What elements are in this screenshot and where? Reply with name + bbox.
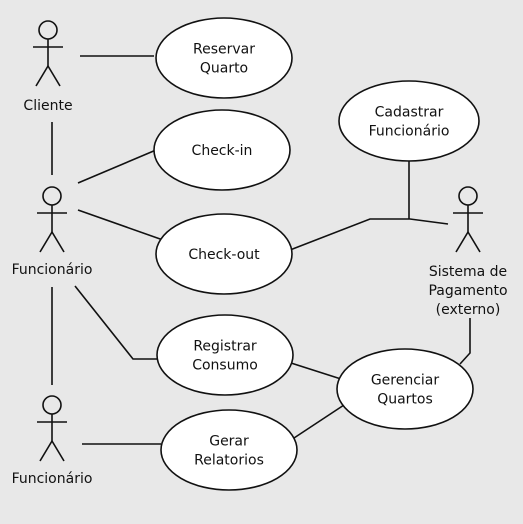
actor-leg-icon	[455, 231, 469, 253]
association-check-out-to-sistema-pagamento	[289, 218, 449, 251]
actor-head-icon	[458, 186, 478, 206]
use-case-label-line: Quarto	[200, 61, 248, 77]
use-case-label-line: Funcionário	[369, 124, 450, 140]
use-case-label-line: Check-in	[192, 143, 253, 159]
association-funcionario-1-to-registrar-consumo	[74, 285, 157, 360]
actor-head-icon	[38, 20, 58, 40]
actor-funcionario-2: Funcionário	[12, 395, 93, 487]
use-case-ellipse	[156, 314, 294, 396]
use-case-label-line: Relatorios	[194, 453, 264, 469]
actor-leg-icon	[51, 231, 65, 253]
actor-label-line: Funcionário	[12, 262, 93, 278]
use-case-label-line: Quartos	[377, 392, 433, 408]
use-case-label: Check-in	[192, 143, 253, 159]
use-case-label-line: Registrar	[193, 339, 257, 355]
actor-cliente: Cliente	[23, 20, 73, 114]
actor-head-icon	[42, 186, 62, 206]
use-case-ellipse	[155, 213, 293, 295]
actor-head-icon	[42, 395, 62, 415]
actor-label: Sistema de Pagamento (externo)	[428, 264, 507, 318]
actor-label-line: Pagamento	[428, 283, 507, 299]
actor-leg-icon	[39, 231, 53, 253]
actor-funcionario-1: Funcionário	[12, 186, 93, 278]
actor-leg-icon	[35, 65, 49, 87]
use-case-label-line: Gerenciar	[371, 373, 440, 389]
use-case-ellipse	[153, 109, 291, 191]
actor-label-line: Sistema de	[429, 264, 507, 280]
association-sistema-pagamento-to-gerenciar-quartos	[459, 318, 471, 365]
use-case-check-out: Check-out	[155, 213, 293, 295]
actor-leg-icon	[47, 65, 61, 87]
association-registrar-consumo-to-gerenciar-quartos	[290, 362, 342, 380]
use-case-label-line: Check-out	[188, 247, 260, 263]
use-case-label-line: Reservar	[193, 42, 255, 58]
actor-label-line: Funcionário	[12, 471, 93, 487]
use-case-ellipse	[155, 17, 293, 99]
use-case-label-line: Gerar	[209, 434, 249, 450]
actor-leg-icon	[39, 440, 53, 462]
associations-layer	[51, 55, 471, 445]
actor-leg-icon	[51, 440, 65, 462]
actor-label: Funcionário	[12, 262, 93, 278]
use-case-ellipse	[160, 409, 298, 491]
actor-label-line: (externo)	[436, 302, 501, 318]
association-gerar-relatorios-to-gerenciar-quartos	[293, 404, 345, 439]
use-case-label-line: Consumo	[192, 358, 258, 374]
use-case-label-line: Cadastrar	[375, 105, 444, 121]
actor-label: Funcionário	[12, 471, 93, 487]
use-case-label: Check-out	[188, 247, 260, 263]
use-case-check-in: Check-in	[153, 109, 291, 191]
association-funcionario-1-to-check-out	[77, 209, 164, 241]
use-case-ellipse	[336, 348, 474, 430]
actor-label-line: Cliente	[23, 98, 72, 114]
actor-leg-icon	[467, 231, 481, 253]
actor-label: Cliente	[23, 98, 72, 114]
actor-sistema-pagamento: Sistema de Pagamento (externo)	[428, 186, 508, 318]
use-case-ellipse	[338, 80, 480, 162]
association-funcionario-1-to-check-in	[77, 149, 157, 184]
